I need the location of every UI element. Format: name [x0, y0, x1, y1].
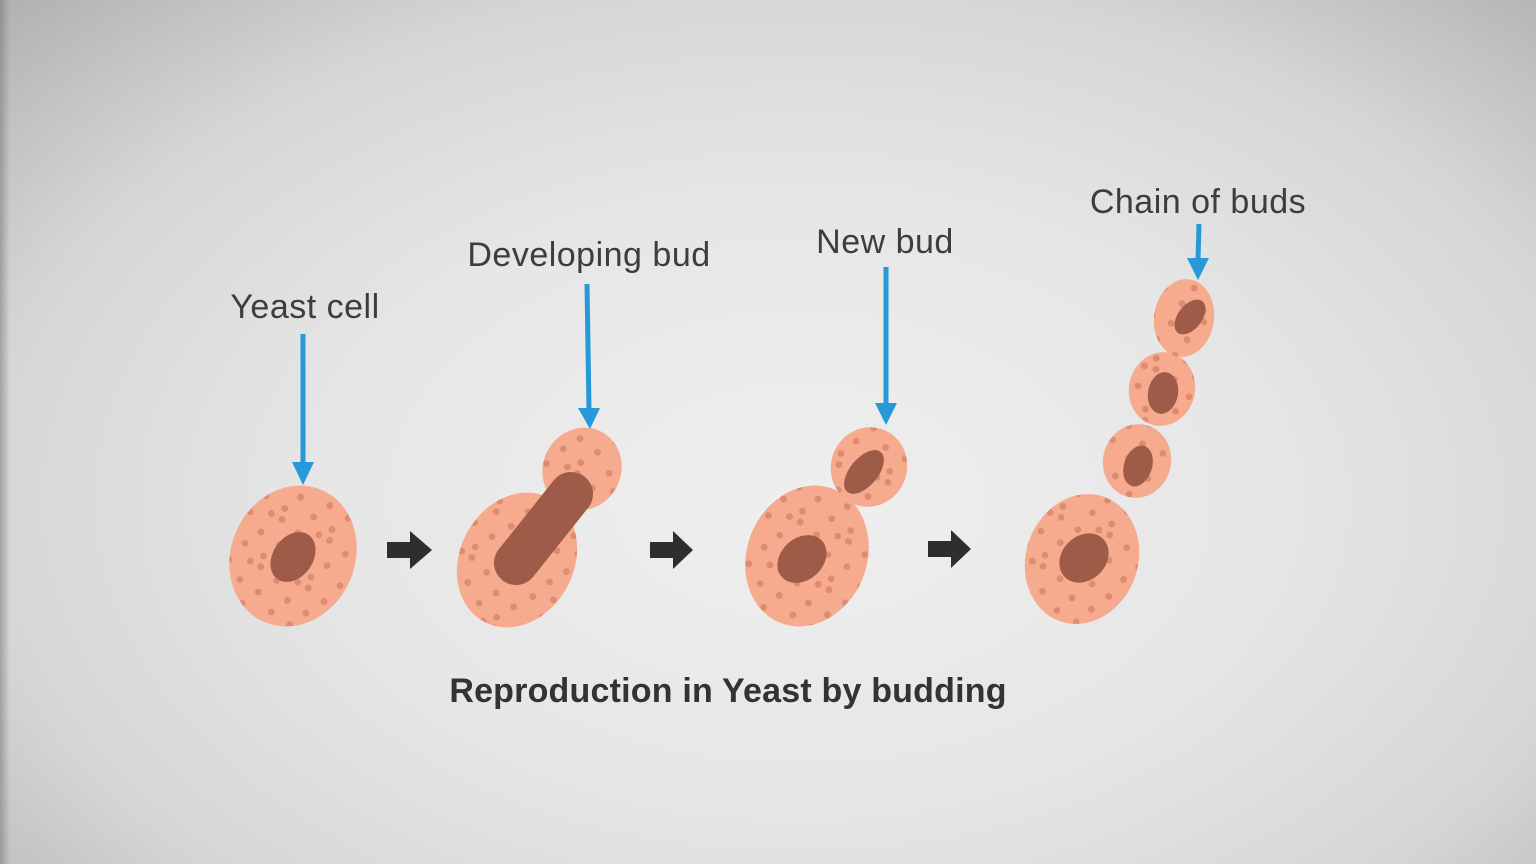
pointer-arrow-chain-of-buds [1187, 223, 1209, 280]
bud-nucleus-shape [1123, 445, 1153, 487]
next-step-arrow-2 [650, 531, 693, 569]
stage-label-chain-of-buds: Chain of buds [1089, 183, 1307, 221]
diagram-title: Reproduction in Yeast by budding [449, 672, 1007, 710]
bud-nucleus-shape [1147, 372, 1179, 414]
elongated-nucleus-shape [494, 472, 593, 585]
new-bud-illustration [745, 427, 908, 627]
chain-of-buds-illustration [1024, 279, 1215, 624]
stage-label-new-bud: New bud [816, 223, 954, 261]
yeast-cell-illustration [229, 485, 357, 627]
bud-nucleus-shape [1174, 299, 1206, 335]
nucleus-shape [777, 535, 827, 583]
pointer-arrow-yeast-cell [292, 334, 314, 485]
next-step-arrow-3 [928, 530, 971, 568]
stage-label-yeast-cell: Yeast cell [230, 288, 380, 326]
nucleus-shape [1059, 533, 1109, 583]
nucleus-shape [270, 532, 316, 582]
bud-nucleus-shape [844, 450, 884, 494]
next-step-arrow-1 [387, 531, 432, 569]
pointer-arrow-developing-bud [578, 283, 600, 429]
stage-label-developing-bud: Developing bud [467, 236, 711, 274]
pointer-arrow-new-bud [875, 267, 897, 425]
developing-bud-illustration [456, 427, 622, 628]
